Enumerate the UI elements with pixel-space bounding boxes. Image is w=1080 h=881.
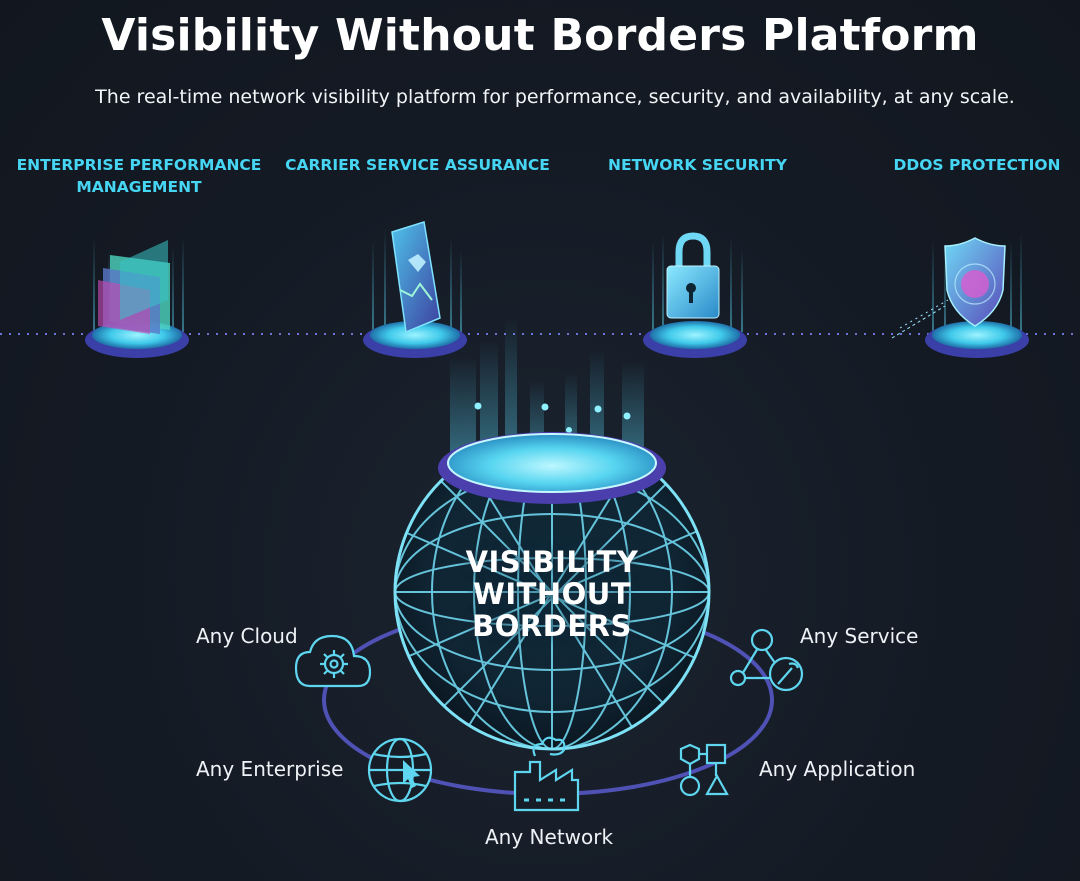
padlock-icon (643, 232, 747, 358)
solution-label-line: NETWORK SECURITY (608, 156, 787, 174)
solution-label-carrier-service: CARRIER SERVICE ASSURANCE (280, 154, 555, 176)
solution-label-line: DDoS PROTECTION (893, 156, 1061, 174)
center-orb-line: WITHOUT (472, 577, 632, 611)
chart-layers-icon (85, 236, 189, 358)
any-service-label: Any Service (800, 624, 919, 648)
factory-icon (513, 736, 580, 812)
central-light-beams (450, 318, 644, 466)
any-cloud-label: Any Cloud (196, 624, 298, 648)
any-enterprise-label: Any Enterprise (196, 757, 344, 781)
center-orb-label: VISIBILITY WITHOUT BORDERS (430, 546, 674, 642)
service-network-icon (729, 628, 804, 692)
solution-label-line: MANAGEMENT (76, 178, 202, 196)
globe-icon (393, 432, 711, 751)
any-network-label: Any Network (485, 825, 614, 849)
cloud-gear-icon (294, 634, 372, 688)
center-orb-line: VISIBILITY (465, 545, 639, 579)
solution-label-line: ENTERPRISE PERFORMANCE (16, 156, 262, 174)
solution-label-enterprise-performance: ENTERPRISE PERFORMANCE MANAGEMENT (10, 154, 268, 198)
page-title: Visibility Without Borders Platform (101, 10, 979, 61)
page-subtitle: The real-time network visibility platfor… (95, 86, 1015, 108)
solution-label-ddos-protection: DDoS PROTECTION (886, 154, 1068, 176)
application-shapes-icon (679, 743, 729, 797)
globe-cursor-icon (367, 737, 433, 803)
mobile-phone-icon (363, 221, 467, 358)
center-orb-line: BORDERS (472, 609, 632, 643)
shield-icon (891, 232, 1029, 358)
solution-label-line: CARRIER SERVICE ASSURANCE (285, 156, 550, 174)
solution-label-network-security: NETWORK SECURITY (600, 154, 795, 176)
any-application-label: Any Application (759, 757, 916, 781)
